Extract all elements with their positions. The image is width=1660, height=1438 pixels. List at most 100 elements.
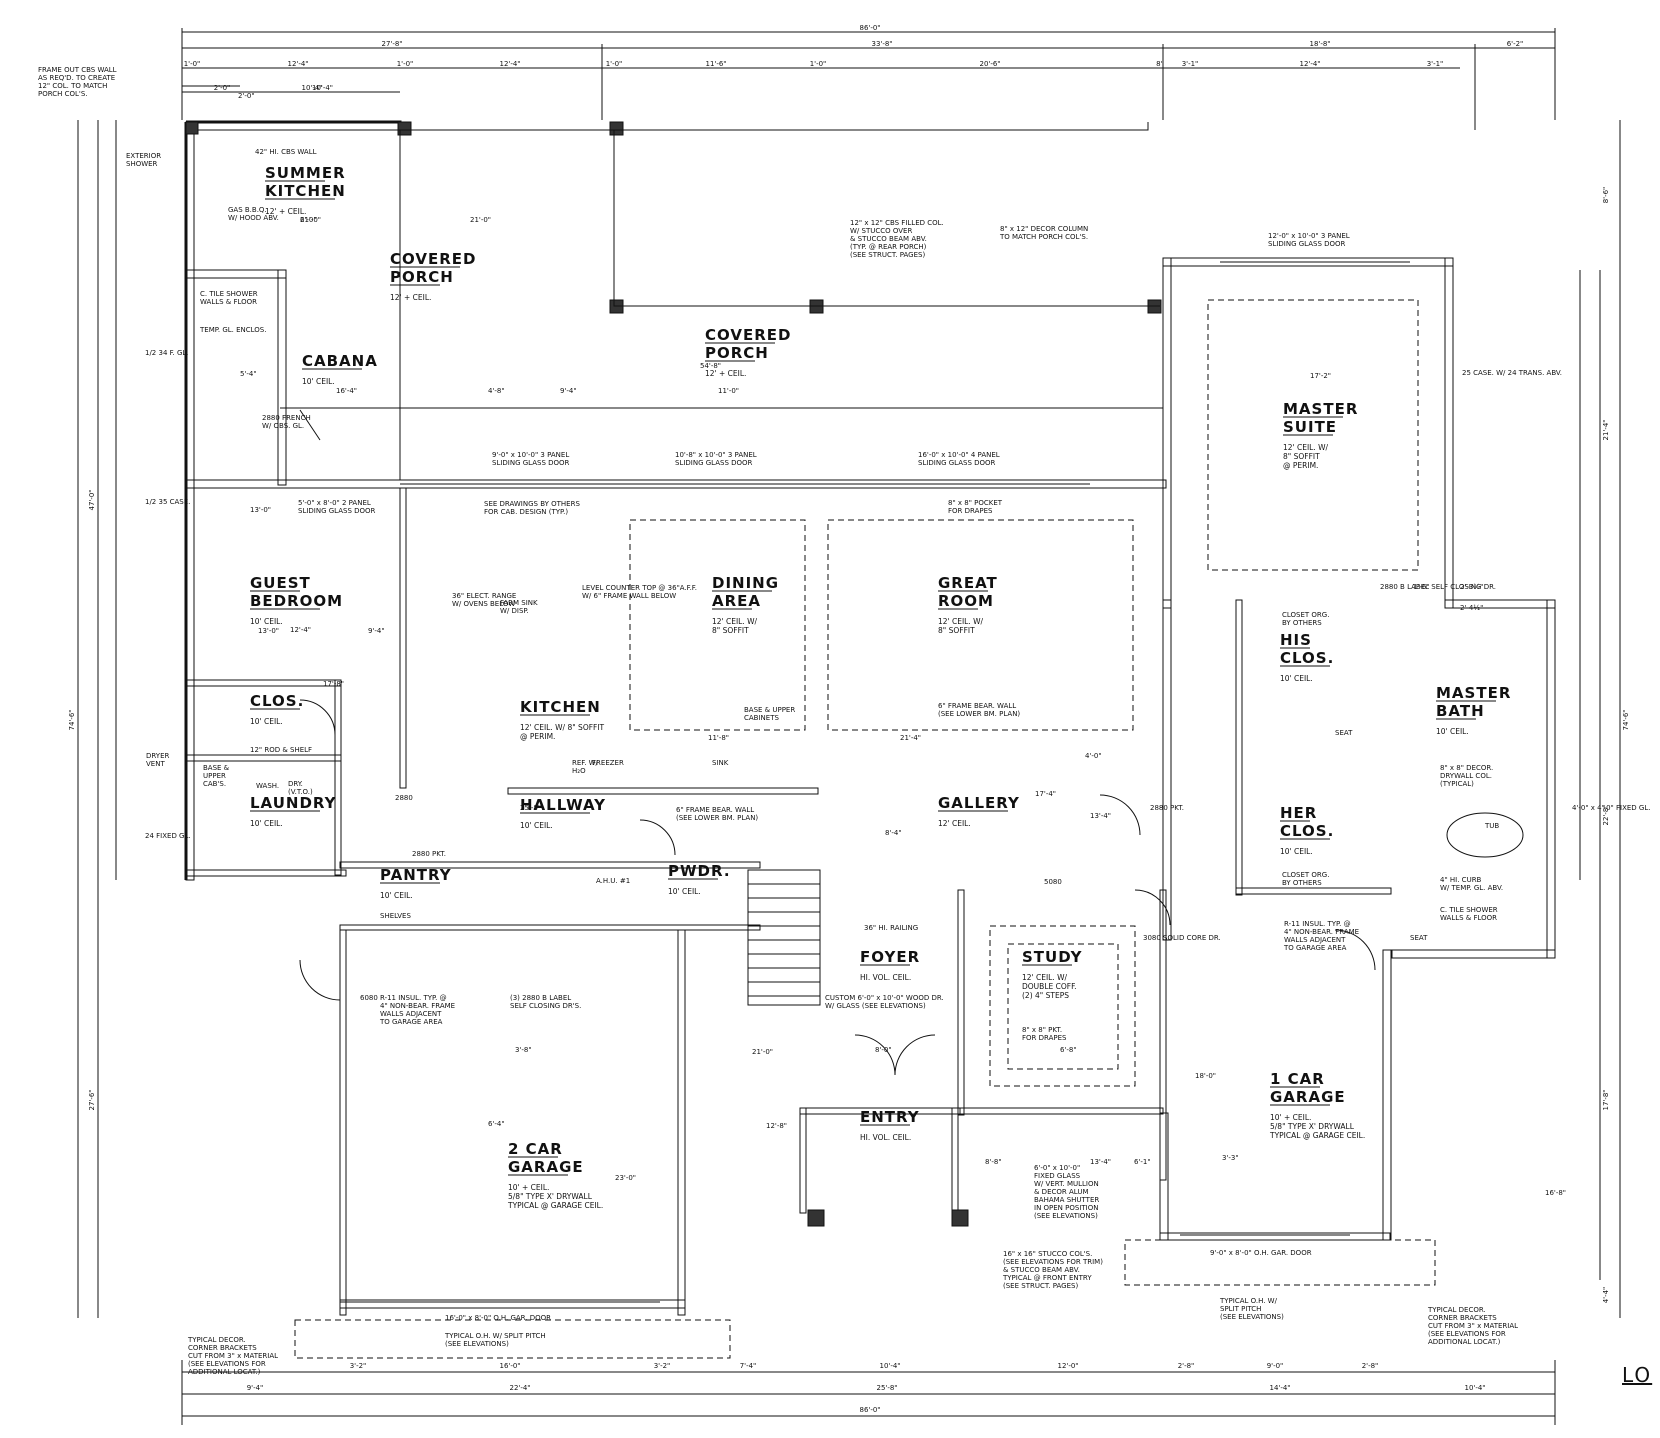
note-tile-shower-2: WALLS & FLOOR [1440,914,1497,922]
note-slider-2: 10'-8" x 10'-0" 3 PANEL [675,451,757,459]
interior-dimension: 13'-4" [1090,812,1111,820]
note-french: W/ OBS. GL. [262,422,304,430]
room-ceiling-two-car-garage: TYPICAL @ GARAGE CEIL. [507,1201,603,1210]
room-name-cabana: CABANA [302,352,378,370]
room-name-dining-area: AREA [712,592,761,610]
note-dryer: (V.T.O.) [288,788,313,796]
note-r11-left: R-11 INSUL. TYP. @ [380,994,447,1002]
dim-top-r2-6: 11'-6" [705,60,726,68]
dim-top-r2-1: 1'-0" [184,60,201,68]
note-ext-shower: SHOWER [126,160,158,168]
dim-top-r2-3: 1'-0" [397,60,414,68]
room-name-covered-porch-left: COVERED [390,250,476,268]
room-name-pantry: PANTRY [380,866,452,884]
note-slider-master: 12'-0" x 10'-0" 3 PANEL [1268,232,1350,240]
interior-dimension: 23'-0" [615,1174,636,1182]
interior-dimension: 12'-4" [290,626,311,634]
door-swing [299,409,321,441]
note-dryer-vent: VENT [146,760,165,768]
room-ceiling-great-room: 8" SOFFIT [938,626,975,635]
column [951,1209,969,1227]
room-ceiling-study: DOUBLE COFF. [1022,982,1077,991]
note-brackets-left: CORNER BRACKETS [188,1344,257,1352]
note-rod-shelf: 12" ROD & SHELF [250,746,312,754]
note-oh-split-left: TYPICAL O.H. W/ SPLIT PITCH [444,1332,546,1340]
dim-top-seg-4: 6'-2" [1507,40,1524,48]
note-closet-org-1: CLOSET ORG. [1282,611,1329,619]
dim-bottom-seg-4: 14'-4" [1269,1384,1290,1392]
bottom-dimension-strings: 86'-0" 9'-4" 22'-4" 25'-8" 14'-4" 10'-4"… [181,1360,1556,1425]
interior-dimension: 6'-8" [1060,1046,1077,1054]
side-dimension-strings: 74'-6" 47'-0" 27'-6" 74'-6" 8'-6" 21'-4"… [68,120,1630,1318]
room-name-guest-bedroom: GUEST [250,574,311,592]
note-r11-right: WALLS ADJACENT [1284,936,1346,944]
note-pkt-drapes: FOR DRAPES [1022,1034,1067,1042]
column [397,121,412,136]
note-brackets-left: ADDITIONAL LOCAT.) [188,1368,261,1376]
sheet-title-fragment: LO [1622,1363,1653,1387]
dim-top-r2-4: 12'-4" [499,60,520,68]
room-ceiling-study: 12' CEIL. W/ [1022,973,1068,982]
note-tile-shower-2: C. TILE SHOWER [1440,906,1498,914]
room-ceiling-laundry: 10' CEIL. [250,819,283,828]
interior-dimension: 4'-8" [488,387,505,395]
note-r11-right: 4" NON-BEAR. FRAME [1284,928,1359,936]
interior-dimension: 6'-0" [300,216,317,224]
interior-dimension: 3080 SOLID CORE DR. [1143,934,1221,942]
note-oh-split-right: SPLIT PITCH [1220,1305,1261,1313]
dim-top-r2-5: 1'-0" [606,60,623,68]
dim-top-r2-10: 3'-1" [1182,60,1199,68]
dim-right-seg-4: 17'-8" [1602,1089,1610,1110]
room-name-hallway: HALLWAY [520,796,606,814]
note-slider-1: 9'-0" x 10'-0" 3 PANEL [492,451,569,459]
interior-dimension: 1'-6" [1413,583,1430,591]
note-cab-design: FOR CAB. DESIGN (TYP.) [484,508,568,516]
interior-dimension: 13'-4" [1090,1158,1111,1166]
dim-left-seg-2: 27'-6" [88,1089,96,1110]
note-brackets-right: ADDITIONAL LOCAT.) [1428,1338,1501,1346]
note-brackets-left: (SEE ELEVATIONS FOR [188,1360,266,1368]
note-decor-col: 8" x 12" DECOR COLUMN [1000,225,1088,233]
room-name-laundry: LAUNDRY [250,794,337,812]
room-name-covered-porch-center: COVERED [705,326,791,344]
note-base-upper-cabs: UPPER [203,772,226,780]
note-curb: 4" HI. CURB [1440,876,1482,884]
room-ceiling-her-clos: 10' CEIL. [1280,847,1313,856]
room-name-summer-kitchen: SUMMER [265,164,346,182]
note-frame-bear-1: 6" FRAME BEAR. WALL [676,806,754,814]
dim-right-overall: 74'-6" [1622,709,1630,730]
room-ceiling-gallery: 12' CEIL. [938,819,971,828]
dim-top-seg-3: 18'-8" [1309,40,1330,48]
interior-dimension: 13'-0" [258,627,279,635]
room-ceiling-hallway: 10' CEIL. [520,821,553,830]
room-ceiling-master-bath: 10' CEIL. [1436,727,1469,736]
interior-dimension: 4'-0" [1085,752,1102,760]
note-pocket: FOR DRAPES [948,507,993,515]
note-counter: W/ 6" FRAME WALL BELOW [582,592,676,600]
note-frame-bear-2: (SEE LOWER BM. PLAN) [938,710,1020,718]
interior-dimension: 5'-4" [240,370,257,378]
note-brackets-right: TYPICAL DECOR. [1427,1306,1486,1314]
doors [299,409,1376,1076]
room-name-two-car-garage: 2 CAR [508,1140,563,1158]
interior-dimension: 21'-0" [300,216,321,224]
dim-overall-top: 86'-0" [859,24,880,32]
dim-right-seg-3: 22'-8" [1602,804,1610,825]
interior-dimension: 8'-8" [985,1158,1002,1166]
columns [185,121,1162,1227]
dim-bottom-seg-3: 25'-8" [876,1384,897,1392]
interior-dimension: 2880 [395,794,413,802]
note-slider-2: SLIDING GLASS DOOR [675,459,753,467]
room-name-her-clos: HER [1280,804,1317,822]
interior-dimension: 25'-8" [520,804,541,812]
room-ceiling-great-room: 12' CEIL. W/ [938,617,984,626]
room-name-guest-bedroom: BEDROOM [250,592,343,610]
room-name-pwdr: PWDR. [668,862,731,880]
note-drywall-col: (TYPICAL) [1440,780,1474,788]
room-ceiling-entry: HI. VOL. CEIL. [860,1133,911,1142]
interior-dimension: 9'-4" [560,387,577,395]
room-name-foyer: FOYER [860,948,920,966]
note-decor-col: TO MATCH PORCH COL'S. [999,233,1088,241]
room-ceiling-guest-bedroom: 10' CEIL. [250,617,283,626]
interior-dimension: 17'-2" [1310,372,1331,380]
